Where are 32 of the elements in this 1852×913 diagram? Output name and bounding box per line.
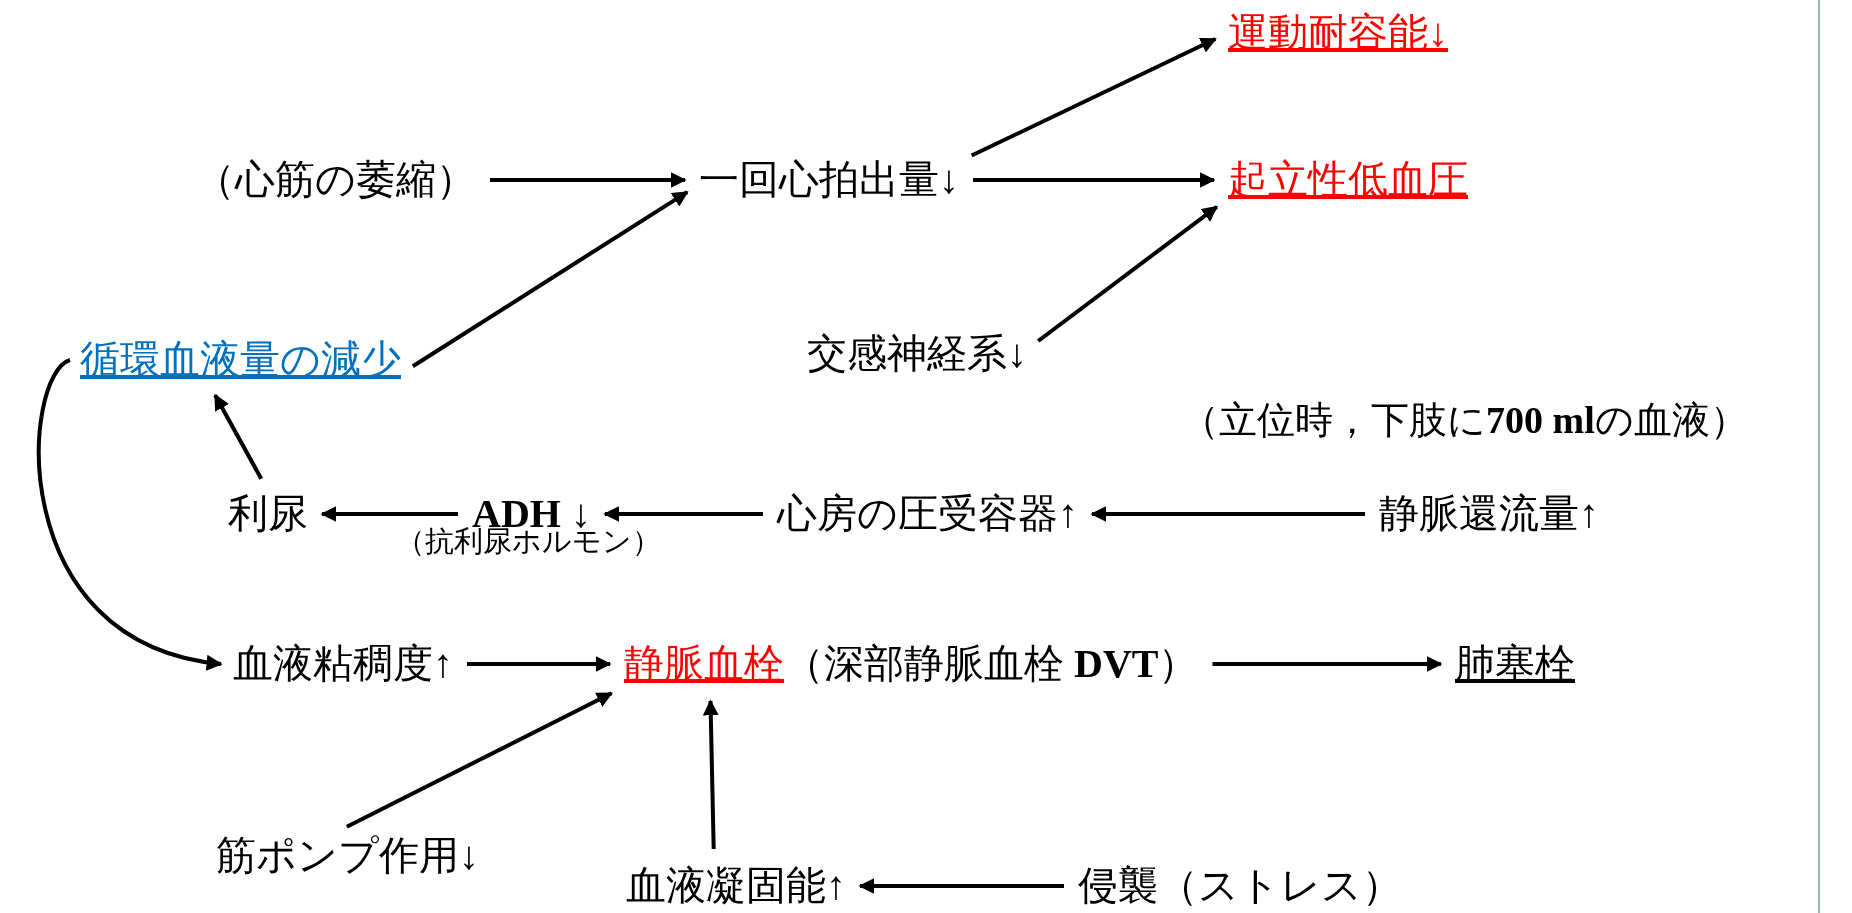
label-text: 一回心拍出量↓	[699, 157, 959, 203]
arrow	[970, 37, 1217, 158]
arrow	[213, 393, 263, 480]
arrow	[37, 358, 223, 670]
arrow	[411, 190, 689, 368]
arrow	[1090, 506, 1365, 522]
label-text: 侵襲（ストレス）	[1078, 863, 1402, 909]
label-text: 静脈還流量↑	[1379, 491, 1599, 536]
label-text: 利尿	[228, 491, 308, 537]
underlined-text: 静脈血栓	[624, 641, 784, 686]
arrow	[603, 506, 763, 522]
arrow	[1212, 656, 1443, 672]
underlined-text: 運動耐容能↓	[1228, 10, 1448, 56]
arrow	[320, 506, 458, 522]
label-text: 交感神経系↓	[807, 331, 1027, 377]
underlined-text: 循環血液量の減少	[80, 337, 401, 383]
label-text: 血液粘稠度↑	[233, 641, 453, 687]
annotation-text: （深部静脈血栓 DVT）	[784, 641, 1199, 686]
arrow	[467, 656, 612, 672]
underlined-text: 起立性低血圧	[1228, 157, 1468, 203]
arrow	[973, 172, 1216, 188]
underlined-text: 肺塞栓	[1455, 641, 1575, 687]
arrow	[858, 878, 1064, 894]
arrow	[490, 172, 687, 188]
arrow	[702, 699, 719, 850]
arrow	[345, 691, 613, 829]
label-text: 筋ポンプ作用↓	[216, 833, 479, 879]
label-text: 心房の圧受容器↑	[777, 491, 1078, 537]
note-text: （立位時，下肢に700 mlの血液）	[1181, 399, 1748, 443]
arrow	[1037, 205, 1219, 343]
label-text: （心筋の萎縮）	[195, 157, 476, 203]
label-text: 血液凝固能↑	[626, 863, 846, 909]
